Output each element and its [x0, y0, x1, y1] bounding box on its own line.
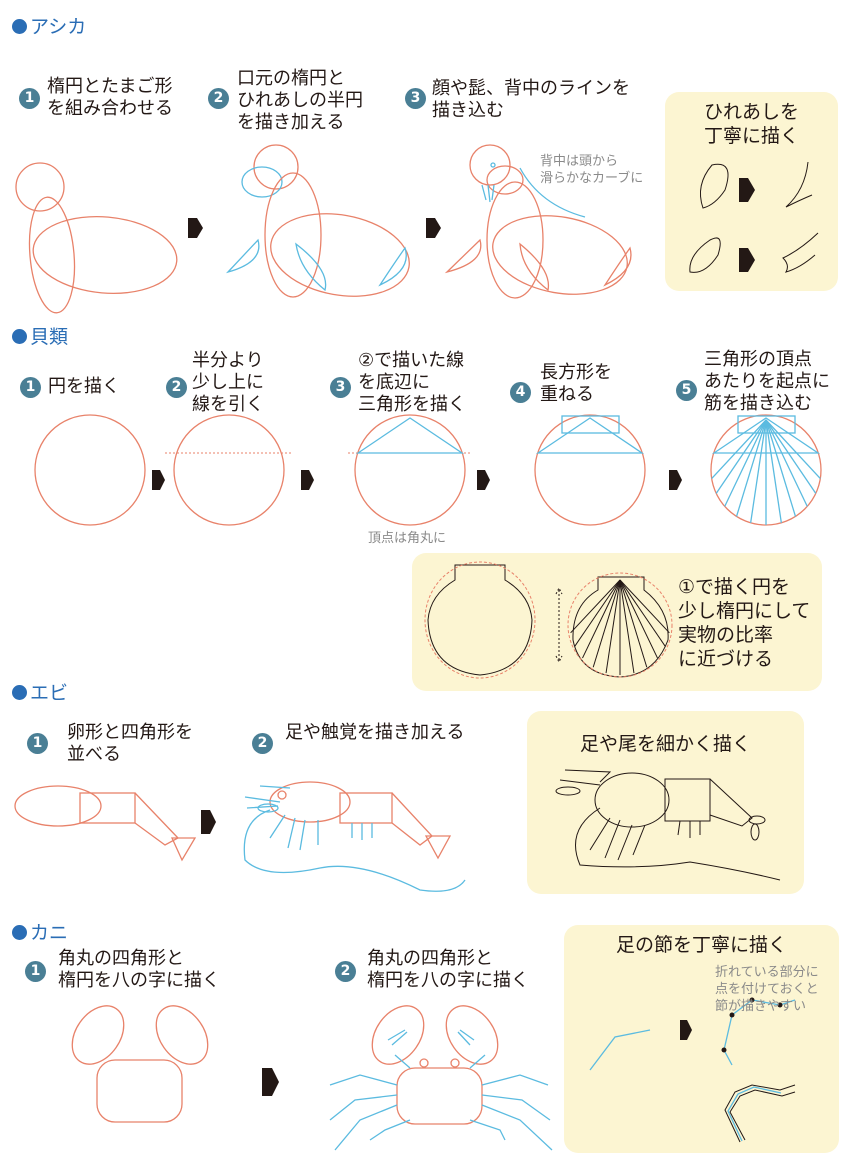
shell-rib-line [619, 579, 658, 659]
shell-rib-line [619, 579, 635, 674]
step-badge: 3 [405, 88, 426, 109]
sealion-step2-drawing [225, 144, 410, 298]
shell-rib-line [765, 419, 782, 523]
shell-step4-drawing [534, 414, 646, 526]
step-badge: 2 [208, 88, 229, 109]
step-badge: 1 [19, 88, 40, 109]
step-badge: 5 [676, 380, 697, 401]
arrow-icon [680, 1020, 692, 1040]
step-text: 角丸の四角形と 楕円を八の字に描く [58, 948, 220, 991]
step-text: 円を描く [48, 376, 120, 397]
arrow-icon [152, 470, 165, 490]
shell-rib-line [765, 419, 808, 507]
step-text: 楕円とたまご形 を組み合わせる [47, 76, 173, 119]
step-text: 角丸の四角形と 楕円を八の字に描く [367, 948, 529, 991]
shell-tip-box [412, 553, 822, 691]
shrimp-step2-drawing [243, 781, 466, 892]
arrow-icon [669, 470, 682, 490]
shell-rib-line [711, 419, 767, 480]
shell-rib-line [619, 579, 666, 647]
step-badge: 1 [25, 961, 46, 982]
crab-tip-box [564, 925, 839, 1153]
arrow-icon [739, 248, 755, 272]
bullet-icon [12, 329, 27, 344]
shrimp-step1-drawing [14, 785, 197, 862]
bullet-icon [12, 19, 27, 34]
shell-step2-drawing [165, 414, 292, 526]
step-badge: 1 [20, 377, 41, 398]
shell-rib-line [574, 579, 621, 647]
arrow-icon [477, 470, 490, 490]
arrow-icon [301, 470, 314, 490]
step-text: 顔や髭、背中のラインを 描き込む [432, 78, 630, 121]
step-text: ②で描いた線 を底辺に 三角形を描く [358, 350, 466, 415]
section-heading-sealion: アシカ [12, 12, 86, 39]
arrow-icon [201, 810, 216, 834]
shell-rib-line [592, 579, 621, 668]
shell-rib-line [735, 419, 767, 517]
annotation: 頂点は角丸に [368, 531, 447, 546]
arrow-icon [739, 178, 755, 202]
section-heading-shrimp: エビ [12, 678, 68, 705]
step-text: 卵形と四角形を 並べる [67, 722, 193, 765]
step-badge: 2 [166, 377, 187, 398]
step-badge: 4 [510, 382, 531, 403]
shell-rib-line [570, 579, 621, 634]
step-text: 半分より 少し上に 線を引く [192, 350, 264, 415]
crab-step1-drawing [71, 1005, 209, 1123]
shell-step3-drawing [348, 414, 472, 526]
step-badge: 1 [27, 733, 48, 754]
shell-rib-line [605, 579, 621, 674]
bullet-icon [12, 685, 27, 700]
annotation: 折れている部分に 点を付けておくと 節が描きやすい [715, 965, 819, 1014]
sealion-step1-drawing [15, 162, 178, 314]
step-badge: 2 [335, 961, 356, 982]
arrow-icon [262, 1068, 279, 1096]
step-text: 口元の楕円と ひれあしの半円 を描き加える [237, 68, 363, 133]
annotation: 背中は頭から 滑らかなカーブに [540, 154, 644, 186]
step-text: 三角形の頂点 あたりを起点に 筋を描き込む [704, 349, 830, 414]
tip-title: 足の節を丁寧に描く [615, 934, 787, 956]
shell-rib-line [765, 419, 821, 480]
flipper-detail-drawing [689, 161, 819, 273]
section-heading-crab: カニ [12, 918, 68, 945]
shell-rib-line [619, 579, 670, 634]
step-text: 長方形を 重ねる [540, 362, 612, 405]
shell-rib-line [724, 419, 767, 507]
shell-step5-drawing [710, 414, 822, 526]
shell-rib-line [582, 579, 621, 659]
crab-step2-drawing [329, 1005, 553, 1151]
shell-rib-line [619, 579, 648, 668]
arrow-icon [188, 218, 203, 238]
tip-text: ①で描く円を 少し楕円にして 実物の比率 に近づける [678, 576, 811, 670]
bullet-icon [12, 925, 27, 940]
section-heading-shell: 貝類 [12, 322, 68, 349]
shrimp-detail-drawing [555, 769, 781, 881]
shell-proportion-drawing [424, 561, 673, 679]
shell-rib-line [765, 419, 817, 494]
sealion-step3-drawing [444, 144, 632, 299]
step-text: 足や触覚を描き加える [285, 722, 465, 743]
shell-rib-line [715, 419, 767, 494]
tip-title: 足や尾を細かく描く [579, 733, 751, 755]
crab-leg-detail-drawing [589, 997, 796, 1143]
arrow-icon [426, 218, 441, 238]
shell-step1-drawing [34, 414, 146, 526]
step-badge: 2 [252, 733, 273, 754]
shell-rib-line [765, 419, 797, 517]
tip-title: ひれあしを 丁寧に描く [703, 101, 799, 147]
step-badge: 3 [330, 377, 351, 398]
shell-rib-line [750, 419, 767, 523]
